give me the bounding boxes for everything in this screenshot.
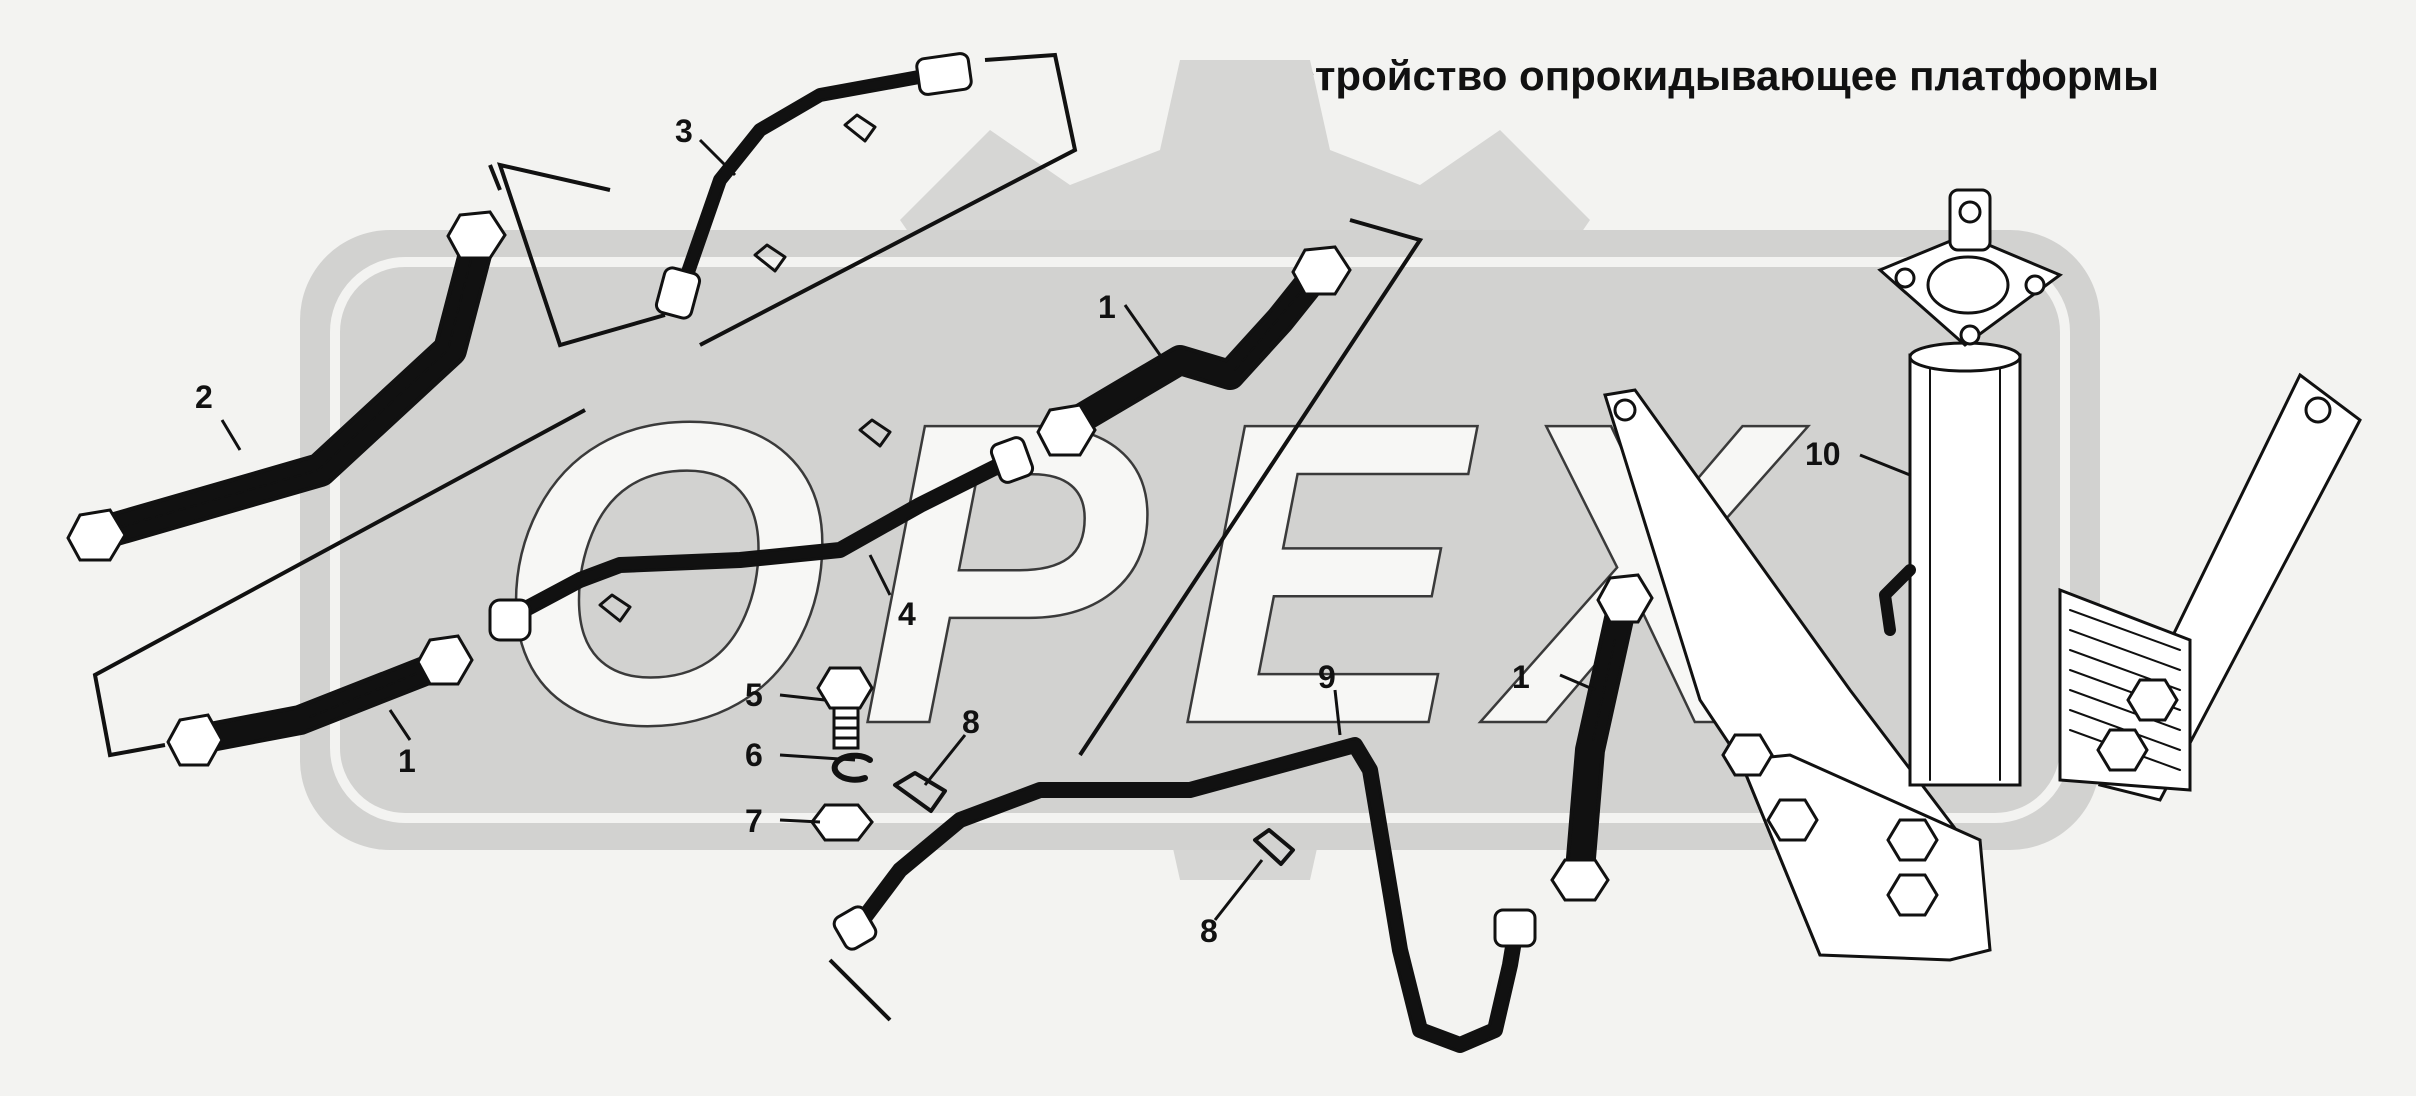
label-part-8b: 8 bbox=[1200, 913, 1218, 949]
part-1-hose-left bbox=[166, 634, 474, 767]
part-7-nut bbox=[810, 803, 874, 842]
bracket-part9 bbox=[828, 958, 892, 1022]
callout-leaders bbox=[220, 138, 1911, 921]
label-part-5: 5 bbox=[745, 677, 763, 713]
part-3-tube bbox=[654, 52, 973, 320]
label-part-10: 10 bbox=[1805, 436, 1841, 472]
label-part-4: 4 bbox=[898, 596, 916, 632]
part-1-hose-mid bbox=[1036, 245, 1352, 457]
watermark-band bbox=[300, 230, 2100, 850]
group-brackets bbox=[92, 52, 1424, 1022]
bracket-long-diag bbox=[92, 408, 586, 758]
label-part-8a: 8 bbox=[962, 704, 980, 740]
part-8-clip-b bbox=[1253, 828, 1295, 866]
label-part-2: 2 bbox=[195, 379, 213, 415]
watermark: O P E X bbox=[300, 60, 2100, 880]
bracket-part1-mid bbox=[1078, 218, 1424, 757]
label-part-1-mid: 1 bbox=[1098, 289, 1116, 325]
diagram-title: Устройство опрокидывающее платформы bbox=[1268, 52, 2159, 99]
part-2-hose bbox=[66, 210, 507, 562]
part-1-hose-right bbox=[1550, 573, 1654, 902]
bracket-part3-left bbox=[496, 162, 666, 348]
part-10-cylinder bbox=[1603, 188, 2362, 962]
callout-labels: 1 1 1 2 3 4 5 6 7 8 8 9 10 bbox=[195, 113, 1841, 949]
watermark-band-inner bbox=[330, 257, 2070, 823]
bracket-part3 bbox=[699, 52, 1078, 347]
label-part-1-right: 1 bbox=[1512, 659, 1530, 695]
label-part-1-left: 1 bbox=[398, 743, 416, 779]
part-9-tube bbox=[832, 737, 1537, 1053]
bracket-part2 bbox=[488, 164, 502, 191]
label-part-6: 6 bbox=[745, 737, 763, 773]
fasteners bbox=[810, 666, 1295, 866]
part-6-washer bbox=[831, 752, 873, 783]
part-8-clip-a bbox=[893, 771, 947, 813]
part-5-bolt bbox=[816, 666, 874, 710]
part-4-tube bbox=[488, 418, 1035, 642]
label-part-3: 3 bbox=[675, 113, 693, 149]
watermark-letter-o: O bbox=[495, 334, 829, 814]
label-part-7: 7 bbox=[745, 803, 763, 839]
label-part-9: 9 bbox=[1318, 659, 1336, 695]
watermark-letter-e: E bbox=[1180, 334, 1482, 814]
